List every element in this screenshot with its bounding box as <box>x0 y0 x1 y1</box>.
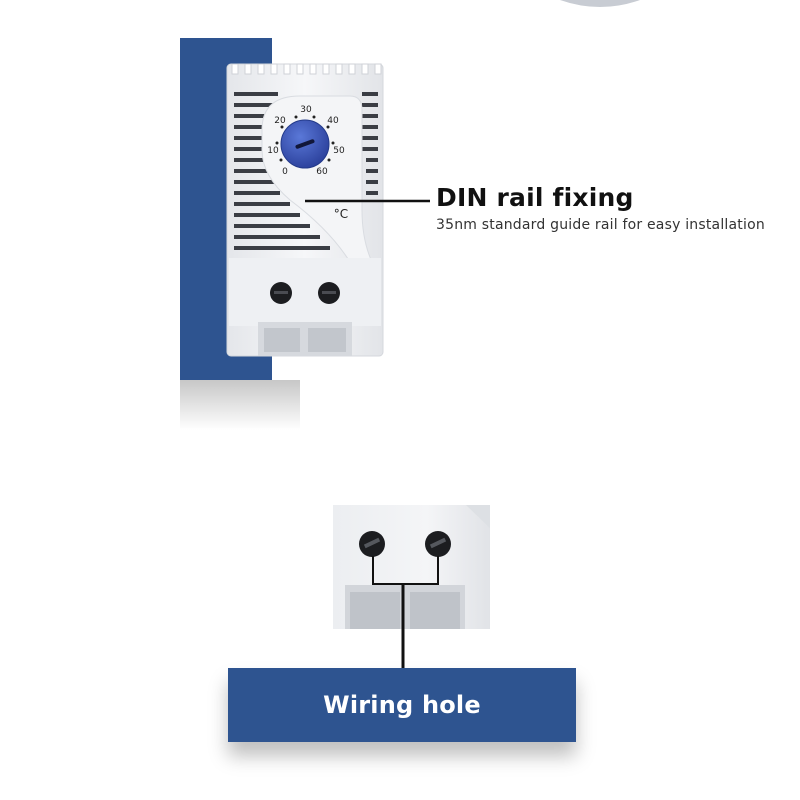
dial-label-30: 30 <box>300 105 312 115</box>
thermostat-illustration: 0 10 20 30 40 50 60 °C <box>180 0 640 430</box>
panel-shadow <box>180 380 300 430</box>
terminal-screws <box>270 282 340 304</box>
wiring-hole-label: Wiring hole <box>323 691 481 719</box>
closeup-screws <box>359 531 451 557</box>
wiring-callout-bracket <box>372 556 439 670</box>
wiring-hole-banner: Wiring hole <box>228 668 576 742</box>
dial-scale: 0 10 20 30 40 50 60 <box>267 105 345 177</box>
din-rail-description: 35nm standard guide rail for easy instal… <box>436 217 765 233</box>
unit-label: °C <box>334 207 348 221</box>
corner-decoration <box>560 0 640 7</box>
dial-label-20: 20 <box>274 116 286 126</box>
dial-label-10: 10 <box>267 146 279 156</box>
dial-label-0: 0 <box>282 167 288 177</box>
wiring-closeup <box>333 505 490 670</box>
dial-ticks <box>275 115 335 162</box>
dial-label-50: 50 <box>333 146 345 156</box>
dial-label-40: 40 <box>327 116 339 126</box>
din-rail-title: DIN rail fixing <box>436 183 634 212</box>
temperature-knob <box>280 119 330 169</box>
vent-slots <box>234 92 378 250</box>
dial-label-60: 60 <box>316 167 328 177</box>
